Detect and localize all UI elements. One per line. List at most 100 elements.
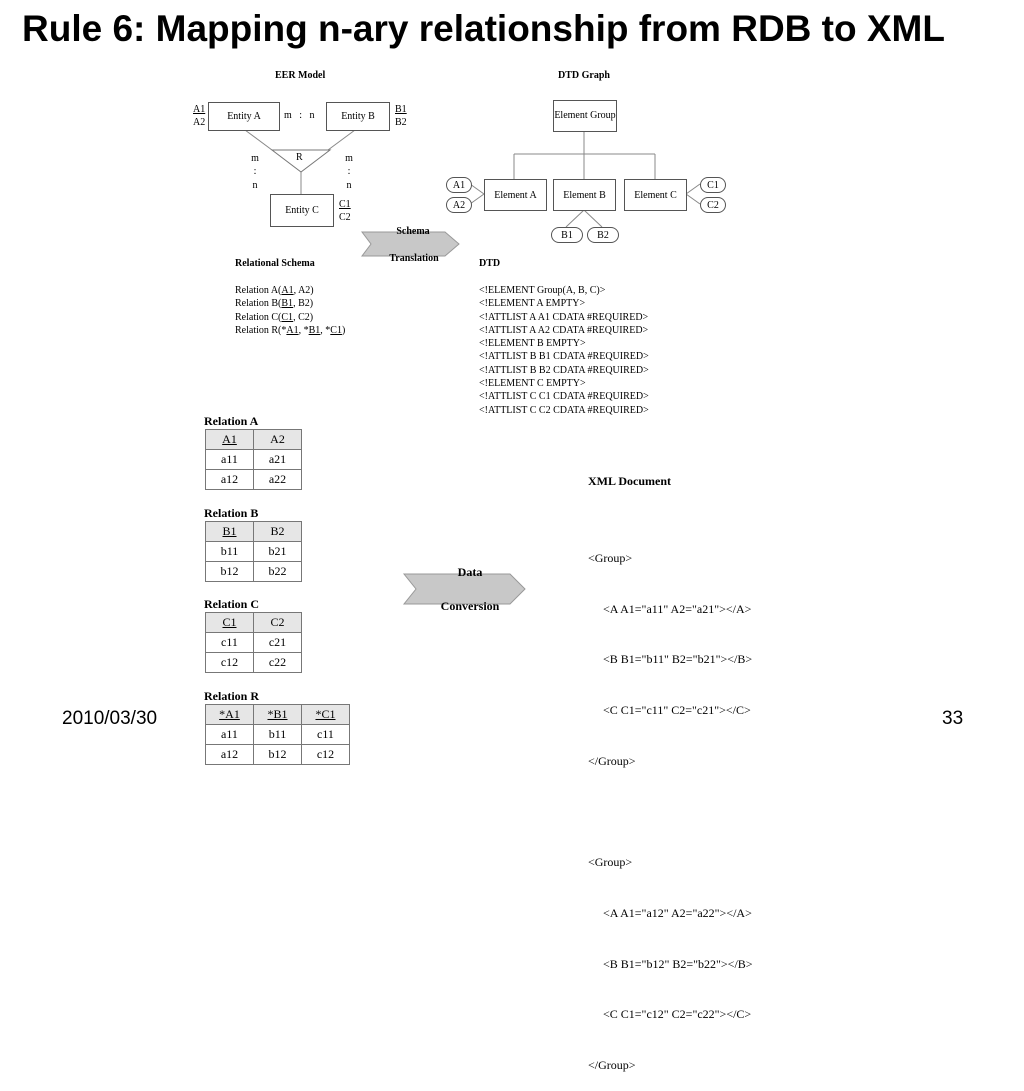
relational-schema-list: Relation A(A1, A2) Relation B(B1, B2) Re…: [235, 284, 345, 337]
table-cell: a22: [253, 469, 302, 490]
card-left-m: m: [251, 153, 259, 164]
table-row: a11 b11 c11: [205, 724, 350, 745]
relationship-triangle: [270, 149, 332, 173]
dtd-attr-a2: A2: [446, 197, 472, 213]
schema-relation-b: Relation B(B1, B2): [235, 297, 345, 310]
relation-c-table: C1 C2 c11 c21 c12 c22: [205, 612, 302, 673]
table-cell: b12: [253, 744, 302, 765]
table-cell: b11: [205, 541, 254, 562]
schema-relation-c: Relation C(C1, C2): [235, 311, 345, 324]
dtd-lines: <!ELEMENT Group(A, B, C)> <!ELEMENT A EM…: [479, 284, 649, 417]
dtd-line-c-c1: [685, 183, 701, 195]
table-cell: c11: [205, 632, 254, 653]
dtd-line: <!ELEMENT A EMPTY>: [479, 298, 586, 310]
table-header-cell: B1: [205, 521, 254, 542]
dtd-attr-b1: B1: [551, 227, 583, 243]
dtd-line-a-a2: [469, 193, 485, 205]
slide-title: Rule 6: Mapping n-ary relationship from …: [22, 8, 945, 49]
relation-b-table: B1 B2 b11 b21 b12 b22: [205, 521, 302, 582]
dtd-line-a-a1: [469, 183, 485, 195]
diagram-connectors: [244, 129, 701, 605]
cardinality-left: m : n: [251, 152, 259, 192]
table-cell: a11: [205, 449, 254, 470]
schema-b-key: B1: [281, 298, 294, 310]
table-row: a12 a22: [205, 469, 302, 490]
attr-b2: B2: [395, 117, 407, 129]
eer-line-b-r: [327, 129, 356, 151]
table-cell: b12: [205, 561, 254, 582]
table-header-cell: *A1: [205, 704, 254, 725]
table-header-cell: A1: [205, 429, 254, 450]
entity-c: Entity C: [270, 194, 334, 227]
slide-date: 2010/03/30: [62, 708, 158, 729]
schema-r-k3: C1: [330, 324, 342, 336]
xml-line: <A A1="a11" A2="a21"></A>: [588, 601, 752, 616]
xml-line: <C C1="c11" C2="c21"></C>: [588, 702, 751, 717]
schema-relation-a: Relation A(A1, A2): [235, 284, 345, 297]
dtd-line: <!ATTLIST C C1 CDATA #REQUIRED>: [479, 391, 649, 403]
table-cell: c11: [301, 724, 350, 745]
dtd-line: <!ATTLIST A A2 CDATA #REQUIRED>: [479, 324, 649, 336]
table-header-row: B1 B2: [205, 521, 302, 542]
schema-relation-r: Relation R(*A1, *B1, *C1): [235, 324, 345, 337]
dtd-line-b-b1: [565, 209, 585, 228]
schema-r-k1: A1: [286, 324, 299, 336]
table-cell: c21: [253, 632, 302, 653]
dtd-line: <!ELEMENT C EMPTY>: [479, 378, 586, 390]
dtd-line: <!ATTLIST B B2 CDATA #REQUIRED>: [479, 364, 649, 376]
table-cell: c12: [301, 744, 350, 765]
schema-arrow-label: Schema: [396, 226, 430, 237]
eer-line-a-r: [244, 129, 273, 151]
table-cell: b21: [253, 541, 302, 562]
xml-line-blank: [588, 803, 753, 820]
schema-r-post: ): [341, 324, 346, 336]
attr-a1: A1: [193, 104, 206, 115]
table-header-cell: C1: [205, 612, 254, 633]
schema-a-pre: Relation A(: [235, 285, 282, 296]
relation-a-title: Relation A: [204, 414, 259, 428]
table-cell: a21: [253, 449, 302, 470]
card-right-n: n: [346, 179, 352, 191]
dtd-line: <!ELEMENT Group(A, B, C)>: [479, 285, 606, 296]
table-header-row: A1 A2: [205, 429, 302, 450]
table-header-row: C1 C2: [205, 612, 302, 633]
schema-r-sep1: , *: [298, 324, 309, 336]
relational-schema-title: Relational Schema: [235, 258, 315, 269]
schema-a-post: , A2): [293, 285, 314, 296]
card-right-m: m: [345, 153, 353, 164]
xml-line: <B B1="b12" B2="b22"></B>: [588, 956, 753, 971]
schema-c-post: , C2): [293, 311, 314, 323]
entity-b-attributes: B1 B2: [395, 103, 407, 130]
schema-c-key: C1: [281, 311, 294, 323]
dtd-graph-title: DTD Graph: [558, 70, 610, 81]
table-cell: c22: [253, 652, 302, 673]
entity-b: Entity B: [326, 102, 390, 131]
table-cell: a11: [205, 724, 254, 745]
entity-c-attributes: C1 C2: [339, 198, 351, 225]
table-row: a12 b12 c12: [205, 744, 350, 765]
data-arrow-label: Data: [457, 565, 483, 579]
card-left-n: n: [252, 179, 258, 191]
element-c: Element C: [624, 179, 687, 211]
eer-model-title: EER Model: [275, 70, 326, 81]
xml-line: <B B1="b11" B2="b21"></B>: [588, 652, 753, 667]
schema-r-k2: B1: [308, 324, 321, 336]
attr-c2: C2: [339, 212, 351, 224]
relation-b-title: Relation B: [204, 506, 259, 520]
table-header-cell: *B1: [253, 704, 302, 725]
relation-r-title: Relation R: [204, 689, 259, 703]
data-arrow-shape: [402, 573, 526, 605]
dtd-line: <!ATTLIST B B1 CDATA #REQUIRED>: [479, 351, 649, 363]
entity-a-attributes: A1 A2: [193, 103, 205, 130]
xml-line: <A A1="a12" A2="a22"></A>: [588, 905, 752, 920]
table-header-cell: *C1: [301, 704, 350, 725]
dtd-attr-c2: C2: [700, 197, 726, 213]
schema-c-pre: Relation C(: [235, 311, 282, 323]
dtd-title: DTD: [479, 258, 501, 269]
table-cell: b11: [253, 724, 302, 745]
table-header-cell: B2: [253, 521, 302, 542]
xml-document-title: XML Document: [588, 474, 671, 488]
attr-b1: B1: [395, 104, 407, 115]
dtd-attr-b2: B2: [587, 227, 619, 243]
ab-cardinality: m : n: [284, 110, 315, 121]
